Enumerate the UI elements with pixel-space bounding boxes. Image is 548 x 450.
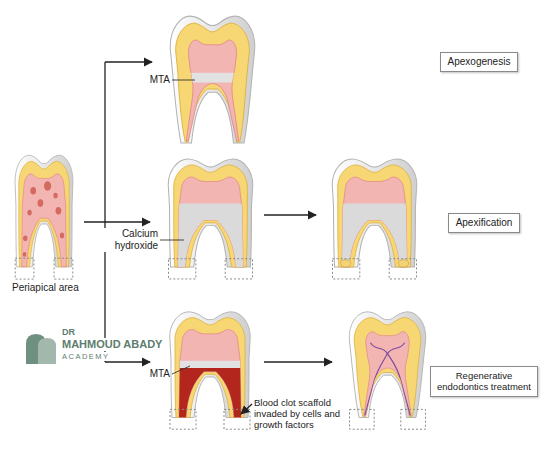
pulp-vessels — [365, 343, 411, 416]
callout-text: Blood clot scaffold invaded by cells and… — [254, 398, 346, 431]
periapical-box — [389, 259, 416, 279]
process-box: Apexogenesis — [440, 52, 518, 72]
watermark: DR — [62, 327, 75, 338]
periapical-box — [170, 409, 196, 429]
logo-shape — [38, 338, 56, 364]
process-box: Apexification — [448, 213, 520, 233]
flow-arrow — [105, 361, 150, 362]
tooth-outline — [15, 155, 73, 267]
flow-arrow — [105, 61, 152, 62]
periapical-box — [350, 409, 375, 429]
dentin — [19, 161, 70, 266]
tooth-regenerative-2 — [349, 312, 425, 429]
watermark: ACADEMY — [62, 352, 110, 361]
tooth-outline — [168, 159, 252, 267]
apical-barrier — [398, 260, 409, 267]
tooth-initial — [15, 155, 73, 279]
flow-arrow — [264, 361, 332, 362]
apical-barrier — [340, 260, 351, 267]
flow-arrow — [264, 214, 316, 215]
leader-line — [172, 80, 195, 81]
branch-line — [104, 62, 105, 362]
leader-line — [172, 366, 190, 374]
part-label: Calcium hydroxide — [104, 228, 158, 252]
tooth-outline — [349, 312, 425, 418]
tooth-apexogenesis — [170, 16, 254, 143]
box-text: Apexogenesis — [447, 56, 511, 68]
periapical-box — [401, 409, 426, 429]
tooth-apexification-2 — [332, 159, 416, 279]
periapical-box — [225, 259, 252, 279]
inflamed-spots — [23, 181, 64, 257]
part-label: MTA — [142, 368, 170, 380]
dentin — [176, 23, 250, 142]
watermark: MAHMOUD ABADY — [62, 338, 162, 351]
part-label: MTA — [140, 74, 170, 86]
box-text: Regenerative endodontics treatment — [437, 370, 531, 393]
dentin — [354, 318, 421, 417]
leader-line — [160, 240, 184, 241]
tooth-outline — [332, 159, 416, 267]
leader-arrow — [241, 404, 252, 414]
tooth-outline — [170, 16, 254, 143]
area-label: Periapical area — [12, 282, 79, 294]
blood-clot — [170, 368, 250, 418]
tooth-outline — [170, 312, 250, 418]
periapical-box — [333, 259, 360, 279]
mta-plug — [170, 361, 250, 368]
pulp — [364, 332, 412, 416]
pulp — [22, 174, 67, 267]
flow-arrow — [84, 221, 150, 222]
box-text: Apexification — [455, 217, 513, 229]
pulp — [186, 40, 239, 141]
tooth-apexification-1 — [168, 159, 252, 279]
mta-plug — [181, 73, 244, 83]
periapical-box — [169, 259, 196, 279]
periapical-box — [54, 258, 73, 279]
periapical-box — [15, 258, 34, 279]
periapical-box — [224, 409, 250, 429]
process-box: Regenerative endodontics treatment — [430, 366, 538, 397]
tooth-regenerative-1 — [170, 312, 250, 429]
